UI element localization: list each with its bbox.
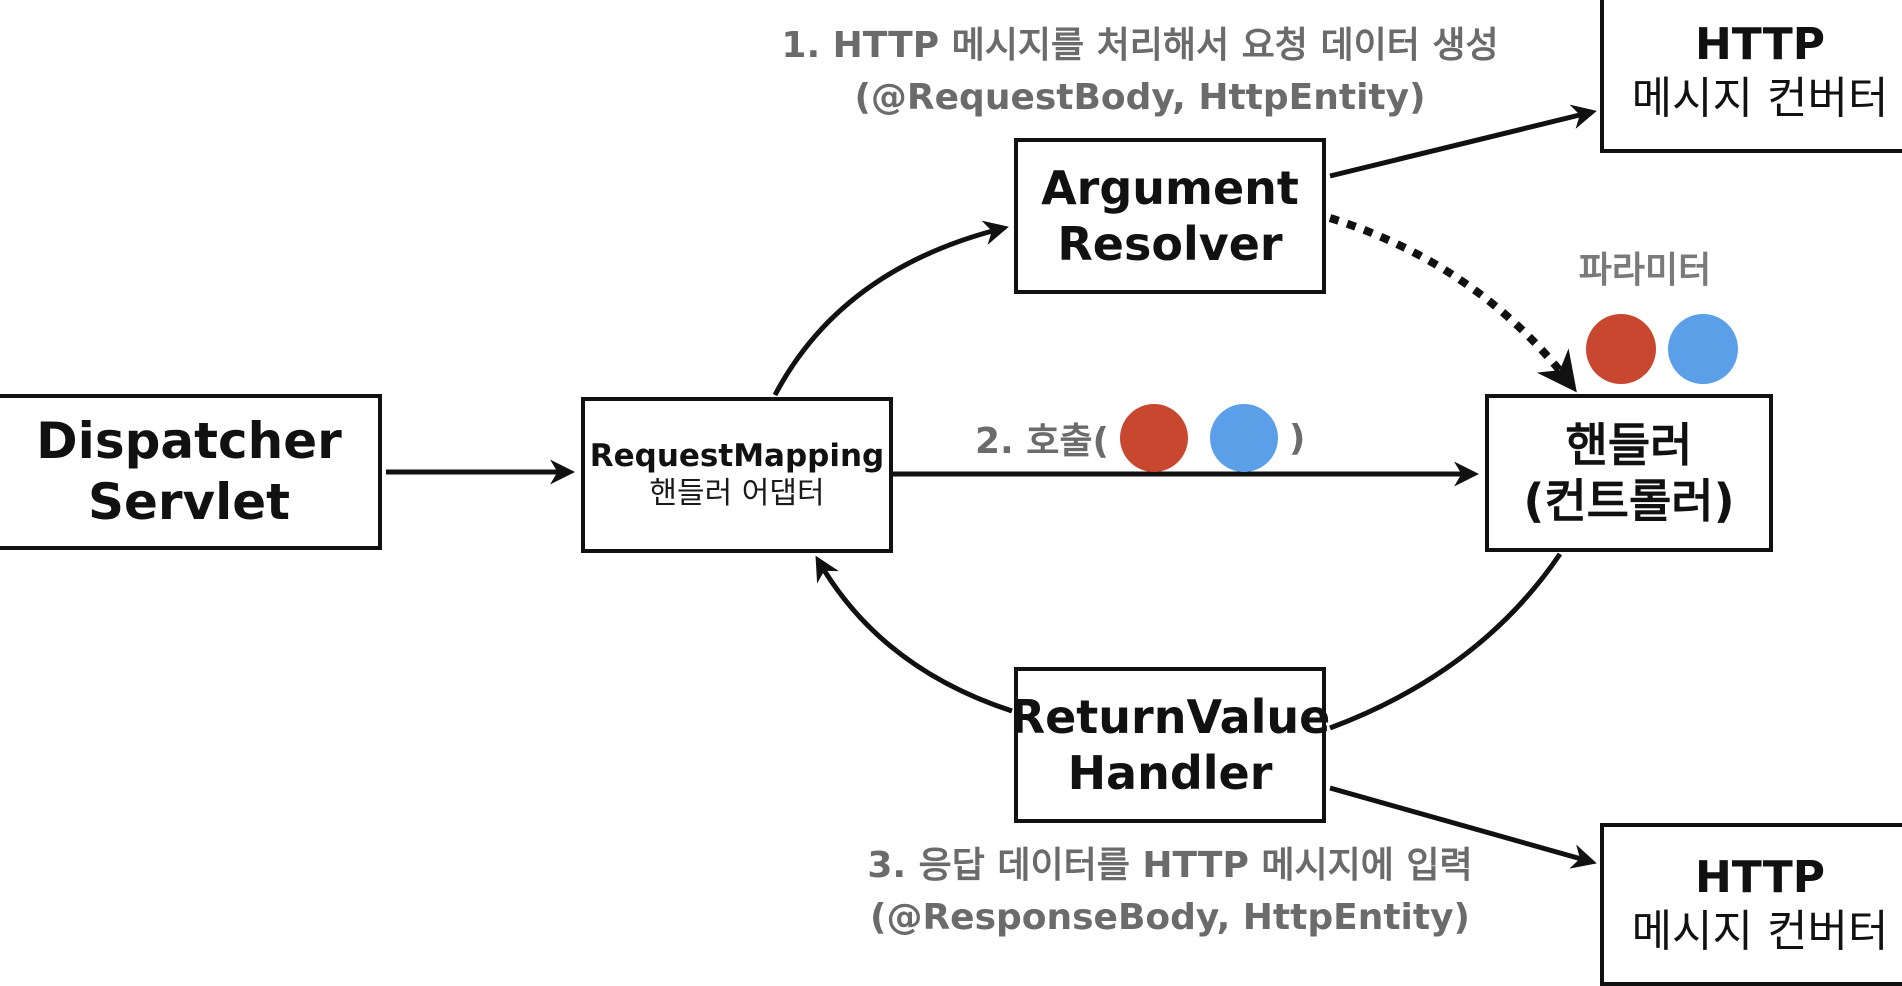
return-value-handler-box: ReturnValue Handler: [1010, 667, 1330, 823]
handler-adapter-box: RequestMapping 핸들러 어댑터: [581, 397, 893, 553]
adapter-line2: 핸들러 어댑터: [649, 475, 825, 511]
argument-resolver-box: Argument Resolver: [1014, 138, 1326, 294]
dispatcher-line2: Servlet: [87, 473, 291, 531]
connector-layer: [386, 104, 1597, 869]
rvhandler-line1: ReturnValue: [1009, 689, 1331, 744]
resolver-line2: Resolver: [1057, 217, 1283, 271]
step2-suffix: ): [1288, 417, 1306, 459]
handler-controller-box: 핸들러 (컨트롤러): [1485, 394, 1773, 552]
step3-line2: (@ResponseBody, HttpEntity): [869, 897, 1471, 939]
dispatcher-line1: Dispatcher: [36, 412, 342, 470]
converter-bottom-line2: 메시지 컨버터: [1631, 905, 1889, 957]
parameter-blue-dot-icon: [1668, 314, 1738, 384]
step2-call-label: 2. 호출( ): [975, 404, 1305, 472]
handler-line1: 핸들러: [1565, 417, 1693, 472]
handler-line2: (컨트롤러): [1523, 474, 1735, 528]
parameter-red-dot-icon: [1119, 404, 1188, 472]
arrow-returnvalue-to-adapter: [815, 555, 1013, 714]
http-message-converter-top-box: HTTP 메시지 컨버터: [1600, 0, 1902, 153]
http-message-converter-bottom-box: HTTP 메시지 컨버터: [1600, 823, 1902, 986]
step1-note: 1. HTTP 메시지를 처리해서 요청 데이터 생성 (@RequestBod…: [740, 20, 1540, 124]
parameter-blue-dot-icon: [1209, 404, 1278, 472]
dispatcher-servlet-box: Dispatcher Servlet: [0, 394, 382, 550]
line-handler-to-returnvalue: [1329, 552, 1563, 731]
converter-bottom-line1: HTTP: [1694, 851, 1826, 903]
step1-line1: 1. HTTP 메시지를 처리해서 요청 데이터 생성: [781, 25, 1499, 66]
step3-line1: 3. 응답 데이터를 HTTP 메시지에 입력: [867, 845, 1473, 886]
step2-prefix: 2. 호출(: [975, 421, 1109, 462]
arrow-resolver-to-handler-dotted: [1328, 214, 1577, 393]
rvhandler-line2: Handler: [1067, 746, 1273, 800]
parameter-red-dot-icon: [1586, 314, 1656, 384]
step1-line2: (@RequestBody, HttpEntity): [854, 77, 1426, 119]
arrow-resolver-to-converter: [1329, 104, 1597, 179]
arrow-adapter-to-resolver: [772, 220, 1009, 397]
parameter-label-text: 파라미터: [1578, 250, 1712, 291]
converter-top-line2: 메시지 컨버터: [1631, 72, 1889, 124]
parameter-dots: [1586, 314, 1750, 384]
resolver-line1: Argument: [1041, 160, 1299, 215]
adapter-line1: RequestMapping: [589, 437, 885, 474]
arrow-returnvalue-to-converter: [1329, 785, 1597, 869]
parameter-label: 파라미터: [1560, 245, 1730, 297]
step3-note: 3. 응답 데이터를 HTTP 메시지에 입력 (@ResponseBody, …: [800, 840, 1540, 944]
converter-top-line1: HTTP: [1694, 18, 1826, 70]
